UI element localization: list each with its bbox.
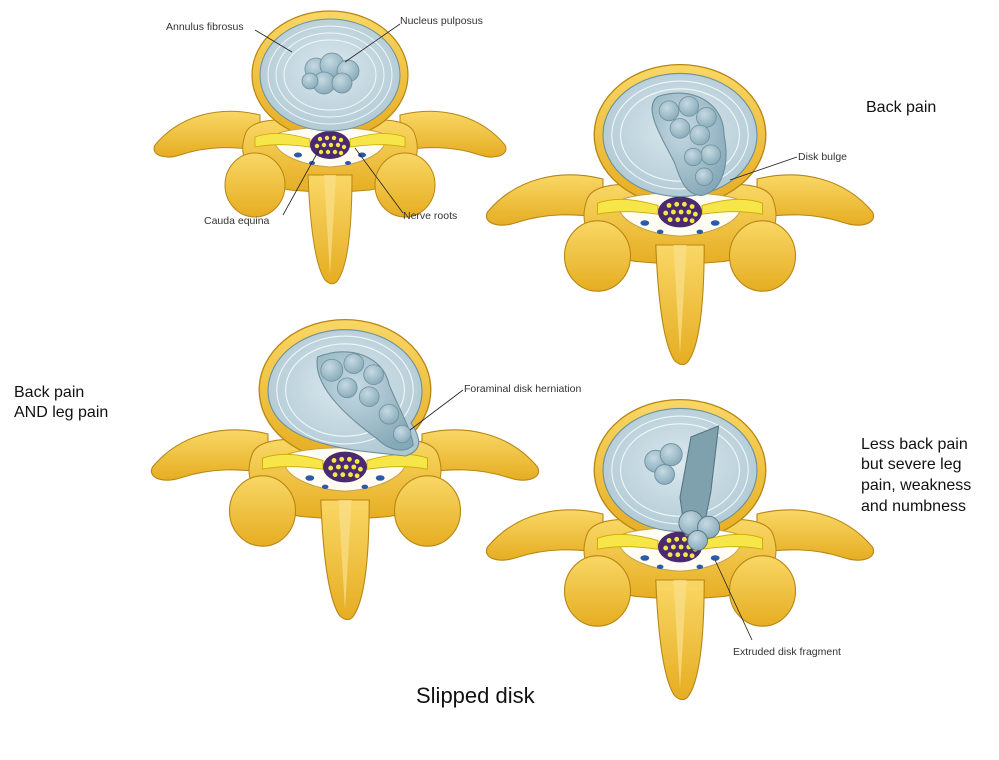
label-annulus-fibrosus: Annulus fibrosus <box>166 21 244 33</box>
caption-back-leg-line2: AND leg pain <box>14 404 109 421</box>
caption-severe-line2: but severe leg <box>861 456 962 473</box>
diagram-title: Slipped disk <box>416 683 535 708</box>
label-nerve-roots: Nerve roots <box>403 210 457 222</box>
label-foraminal-herniation: Foraminal disk herniation <box>464 383 581 395</box>
caption-back-leg-line1: Back pain <box>14 384 85 401</box>
label-cauda-equina: Cauda equina <box>204 215 270 227</box>
label-nucleus-pulposus: Nucleus pulposus <box>400 15 483 27</box>
vertebra-extruded-fragment <box>485 398 875 701</box>
caption-back-pain: Back pain <box>866 99 937 116</box>
vertebra-disk-bulge <box>485 63 875 366</box>
caption-severe-line3: pain, weakness <box>861 477 972 494</box>
label-disk-bulge: Disk bulge <box>798 151 847 163</box>
callout-lines <box>254 23 798 641</box>
vertebra-normal <box>153 10 507 285</box>
caption-severe-line1: Less back pain <box>861 436 968 453</box>
caption-severe-line4: and numbness <box>861 498 966 515</box>
label-extruded-fragment: Extruded disk fragment <box>733 646 841 658</box>
vertebra-foraminal-herniation <box>150 318 540 621</box>
